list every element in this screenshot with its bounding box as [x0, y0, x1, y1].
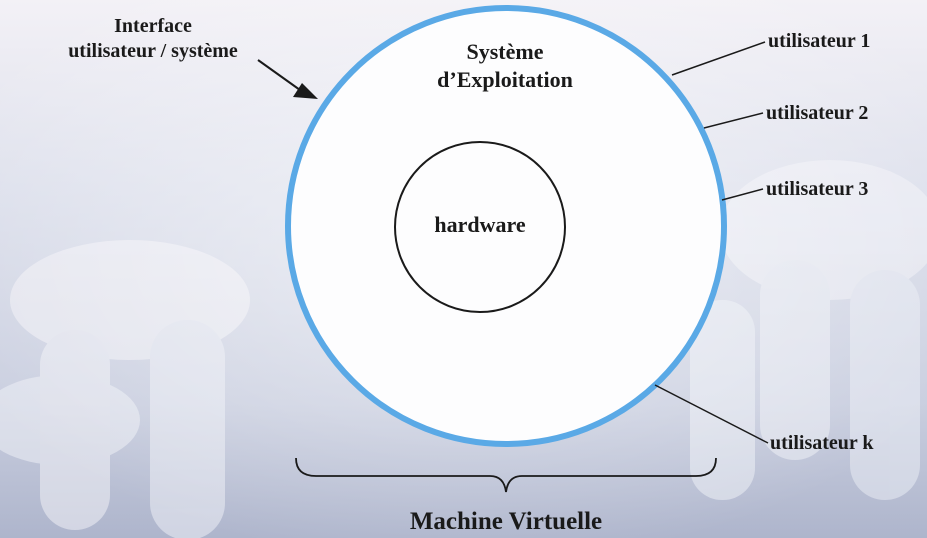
interface-label-line1: Interface [114, 15, 192, 37]
hardware-circle [394, 141, 566, 313]
user-k-label: utilisateur k [770, 432, 874, 454]
interface-arrow [257, 59, 301, 91]
interface-label: Interface utilisateur / système [40, 14, 266, 64]
user-2-label: utilisateur 2 [766, 102, 869, 124]
machine-brace [295, 457, 717, 493]
user-3-label: utilisateur 3 [766, 178, 869, 200]
interface-arrowhead [293, 83, 318, 99]
user-1-label: utilisateur 1 [768, 30, 871, 52]
interface-label-line2: utilisateur / système [68, 40, 238, 62]
os-label: Système d’Exploitation [405, 38, 605, 93]
machine-label: Machine Virtuelle [409, 508, 603, 535]
user-3-leader [721, 188, 764, 201]
os-label-line2: d’Exploitation [437, 66, 573, 92]
user-2-leader [703, 112, 764, 129]
user-k-leader [654, 384, 769, 444]
user-1-leader [671, 41, 766, 76]
hardware-label: hardware [434, 212, 526, 237]
os-label-line1: Système [466, 39, 544, 64]
interface-ring [285, 5, 727, 447]
